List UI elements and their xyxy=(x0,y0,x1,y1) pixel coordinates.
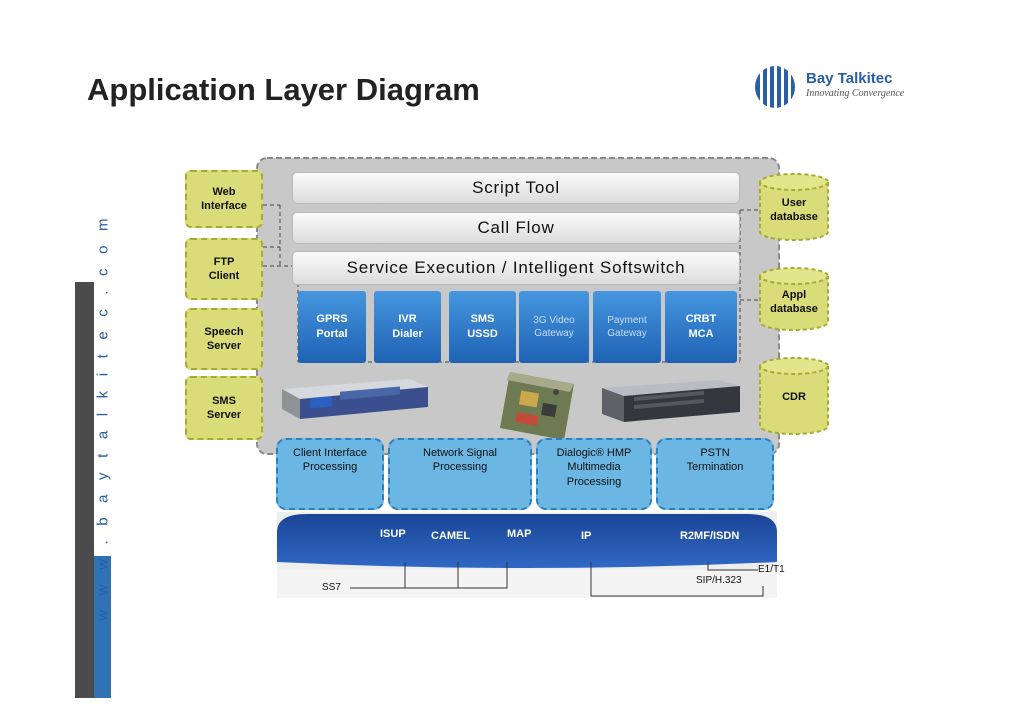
logo-tagline: Innovating Convergence xyxy=(806,88,905,99)
bay-talkitec-logo xyxy=(755,66,795,108)
client-interface-processing: Client Interface Processing xyxy=(276,438,384,510)
payment-gateway-module: Payment Gateway xyxy=(593,291,661,363)
protocol-ip: IP xyxy=(581,530,592,542)
application-layer-diagram: Web Interface FTP Client Speech Server S… xyxy=(180,150,840,610)
page-title: Application Layer Diagram xyxy=(87,72,480,107)
web-interface-box: Web Interface xyxy=(185,170,263,228)
connection-lines xyxy=(350,562,764,597)
protocol-camel: CAMEL xyxy=(431,530,471,542)
network-signal-processing: Network Signal Processing xyxy=(388,438,532,510)
3g-video-gateway-module: 3G Video Gateway xyxy=(519,291,589,363)
sip-h323-label: SIP/H.323 xyxy=(696,575,742,586)
logo-name: Bay Talkitec xyxy=(806,70,893,87)
speech-server-box: Speech Server xyxy=(185,308,263,370)
service-execution-bar: Service Execution / Intelligent Softswit… xyxy=(292,251,740,285)
gprs-portal-module: GPRS Portal xyxy=(298,291,366,363)
database-icon xyxy=(759,173,829,241)
protocol-r2mf-isdn: R2MF/ISDN xyxy=(680,530,740,542)
sms-server-box: SMS Server xyxy=(185,376,263,440)
e1-t1-label: E1/T1 xyxy=(758,564,785,575)
call-flow-bar: Call Flow xyxy=(292,212,740,244)
rack-server-1 xyxy=(282,379,428,419)
ivr-dialer-module: IVR Dialer xyxy=(374,291,441,363)
left-accent-bar-blue xyxy=(94,556,111,698)
left-accent-bar xyxy=(75,282,94,698)
network-band xyxy=(277,514,777,568)
dialogic-hmp-multimedia-processing: Dialogic® HMP Multimedia Processing xyxy=(536,438,652,510)
ftp-client-box: FTP Client xyxy=(185,238,263,300)
database-icon xyxy=(759,267,829,331)
dialogic-board-image xyxy=(500,372,574,440)
protocol-map: MAP xyxy=(507,528,532,540)
script-tool-bar: Script Tool xyxy=(292,172,740,204)
ss7-label: SS7 xyxy=(322,582,341,593)
crbt-mca-module: CRBT MCA xyxy=(665,291,737,363)
rack-server-2 xyxy=(602,380,740,422)
appl-database: Appl database xyxy=(758,266,830,332)
cdr-database: CDR xyxy=(758,356,830,436)
pstn-termination: PSTN Termination xyxy=(656,438,774,510)
sms-ussd-module: SMS USSD xyxy=(449,291,516,363)
database-icon xyxy=(759,357,829,435)
website-url: w w w . b a y t a l k i t e c . c o m xyxy=(94,213,112,621)
user-database: User database xyxy=(758,172,830,242)
protocol-isup: ISUP xyxy=(380,528,406,540)
